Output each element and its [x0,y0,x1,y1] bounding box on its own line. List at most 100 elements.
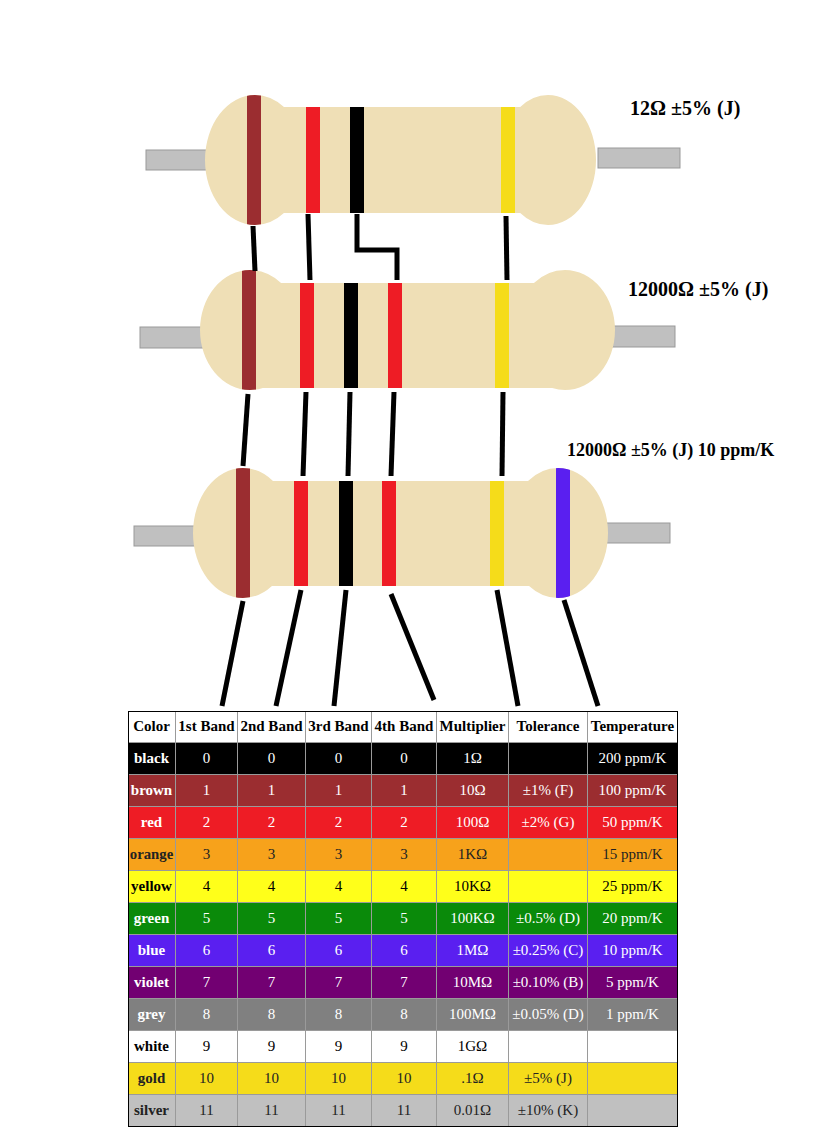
table-value: 1MΩ [457,942,489,959]
table-value: 10MΩ [453,974,493,991]
table-value: 3 [268,846,276,863]
table-cell: Temperature [588,711,678,743]
table-header: Tolerance [517,718,580,735]
table-value: 2 [335,814,343,831]
table-cell: 8 [176,999,238,1031]
table-cell: 5 [372,903,437,935]
table-value: 5 ppm/K [606,974,659,991]
table-cell: ±0.5% (D) [509,903,588,935]
table-value: ±0.5% (D) [516,910,580,927]
table-value: 7 [203,974,211,991]
table-header: 4th Band [375,718,434,735]
table-cell: 10 [176,1063,238,1095]
table-cell: 1 ppm/K [588,999,678,1031]
resistor-symbol [146,90,680,230]
table-cell: 200 ppm/K [588,743,678,775]
table-cell [588,1095,678,1127]
table-cell: 3 [306,839,372,871]
table-value: 200 ppm/K [599,750,667,767]
table-value: 5 [203,910,211,927]
table-cell: ±1% (F) [509,775,588,807]
table-cell: 4 [372,871,437,903]
table-cell: ±0.10% (B) [509,967,588,999]
table-cell: 4th Band [372,711,437,743]
table-cell: 0 [372,743,437,775]
table-cell: 3 [238,839,306,871]
table-value: 11 [199,1102,213,1119]
table-value: 10 [331,1070,346,1087]
table-value: ±0.05% (D) [512,1006,584,1023]
table-value: 5 [400,910,408,927]
table-cell: 5 [176,903,238,935]
table-value: 1 [268,782,276,799]
resistor-symbol [140,265,675,395]
table-value: 1Ω [463,750,482,767]
color-name: white [134,1038,169,1055]
table-cell: 11 [372,1095,437,1127]
table-cell: 11 [306,1095,372,1127]
table-value: 7 [400,974,408,991]
table-cell: 1 [372,775,437,807]
table-cell: 100 ppm/K [588,775,678,807]
table-cell: ±2% (G) [509,807,588,839]
table-cell [509,743,588,775]
table-value: 10 [199,1070,214,1087]
table-cell: 20 ppm/K [588,903,678,935]
table-cell: 5 [306,903,372,935]
table-cell: 6 [372,935,437,967]
table-value: ±1% (F) [523,782,573,799]
table-value: 6 [268,942,276,959]
table-value: ±0.10% (B) [513,974,584,991]
table-cell: 3 [176,839,238,871]
table-cell: 10 [238,1063,306,1095]
resistor-value-label: 12000Ω ±5% (J) [628,278,768,301]
table-value: 0 [335,750,343,767]
table-value: 11 [264,1102,278,1119]
table-cell: 10 [306,1063,372,1095]
table-value: 8 [335,1006,343,1023]
table-header: Temperature [591,718,674,735]
table-cell: 10KΩ [437,871,509,903]
table-cell: orange [128,839,176,871]
table-cell: brown [128,775,176,807]
table-cell: violet [128,967,176,999]
table-cell [588,1063,678,1095]
table-cell: 1KΩ [437,839,509,871]
table-header: Color [133,718,170,735]
table-cell: silver [128,1095,176,1127]
table-cell: 2nd Band [238,711,306,743]
table-value: 4 [335,878,343,895]
leader-line [222,214,598,706]
table-value: 10Ω [459,782,485,799]
resistor-symbol [134,465,670,605]
table-value: 6 [400,942,408,959]
table-value: 10KΩ [454,878,491,895]
table-value: 2 [203,814,211,831]
table-cell: 9 [372,1031,437,1063]
table-value: 100Ω [456,814,490,831]
table-cell: 2 [306,807,372,839]
table-value: 1 ppm/K [606,1006,659,1023]
table-cell: 7 [372,967,437,999]
table-cell [509,839,588,871]
table-cell: 1 [238,775,306,807]
table-value: 1GΩ [458,1038,487,1055]
table-value: 9 [335,1038,343,1055]
table-value: 3 [335,846,343,863]
table-value: 8 [400,1006,408,1023]
color-name: brown [131,782,172,799]
color-name: violet [134,974,169,991]
table-value: 1 [335,782,343,799]
table-cell: 0 [238,743,306,775]
table-value: 4 [268,878,276,895]
table-value: 6 [203,942,211,959]
table-cell: 10Ω [437,775,509,807]
table-value: 11 [331,1102,345,1119]
table-value: 0 [268,750,276,767]
color-name: green [134,910,170,927]
table-header: 3rd Band [308,718,368,735]
table-cell: Multiplier [437,711,509,743]
table-cell: 5 ppm/K [588,967,678,999]
table-value: ±0.25% (C) [513,942,584,959]
table-value: 1 [400,782,408,799]
